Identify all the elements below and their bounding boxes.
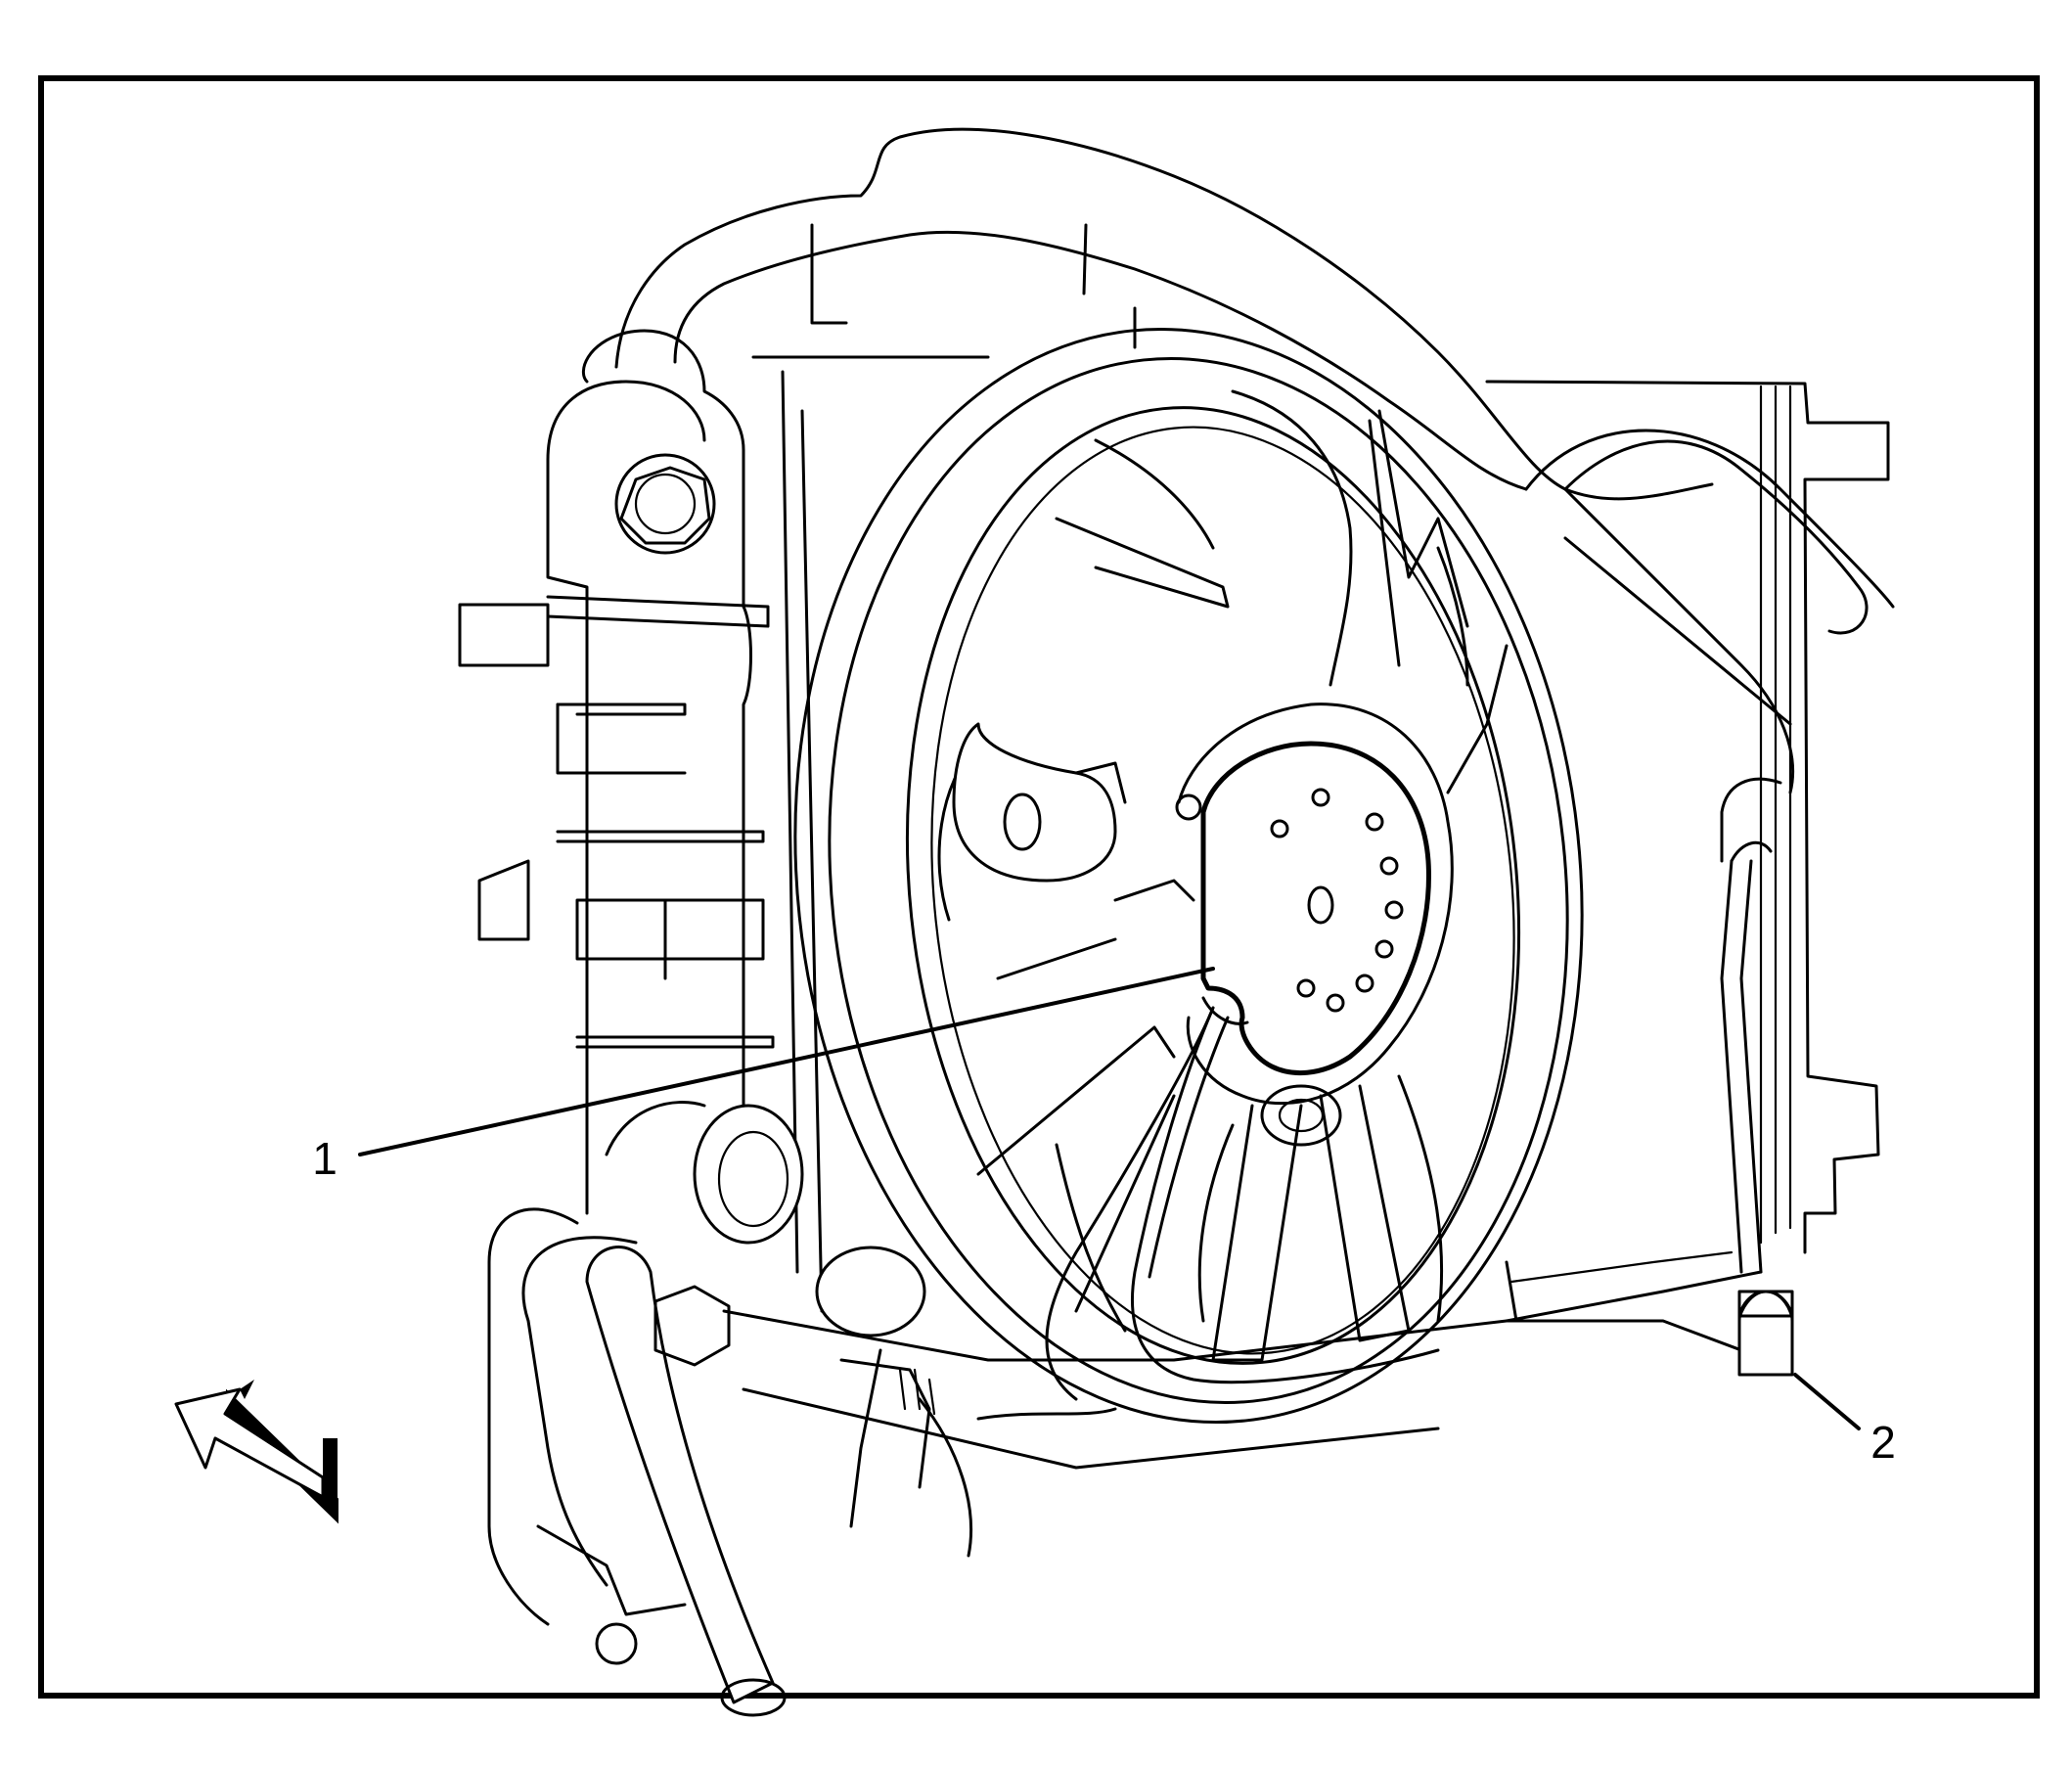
callout-1-leader: [358, 967, 1215, 1156]
callout-1-label: 1: [312, 1133, 338, 1184]
wiring-harness: [976, 777, 1782, 1421]
fan-blades: [937, 389, 1509, 1362]
electrical-connector: [1737, 1290, 1794, 1377]
mounting-boss: [952, 722, 1127, 883]
view-direction-arrow-icon: [174, 1380, 338, 1524]
callout-2-label: 2: [1870, 1417, 1896, 1468]
figure-border: [38, 75, 2040, 1699]
callout-2-leader: [1793, 1373, 1861, 1430]
left-radiator-tank: [458, 329, 824, 1313]
upper-bolt: [619, 466, 711, 545]
fan-shroud: [793, 328, 1584, 1424]
fan-motor: [1175, 703, 1454, 1147]
lower-hose: [487, 1101, 972, 1717]
upper-hose: [614, 127, 1895, 794]
